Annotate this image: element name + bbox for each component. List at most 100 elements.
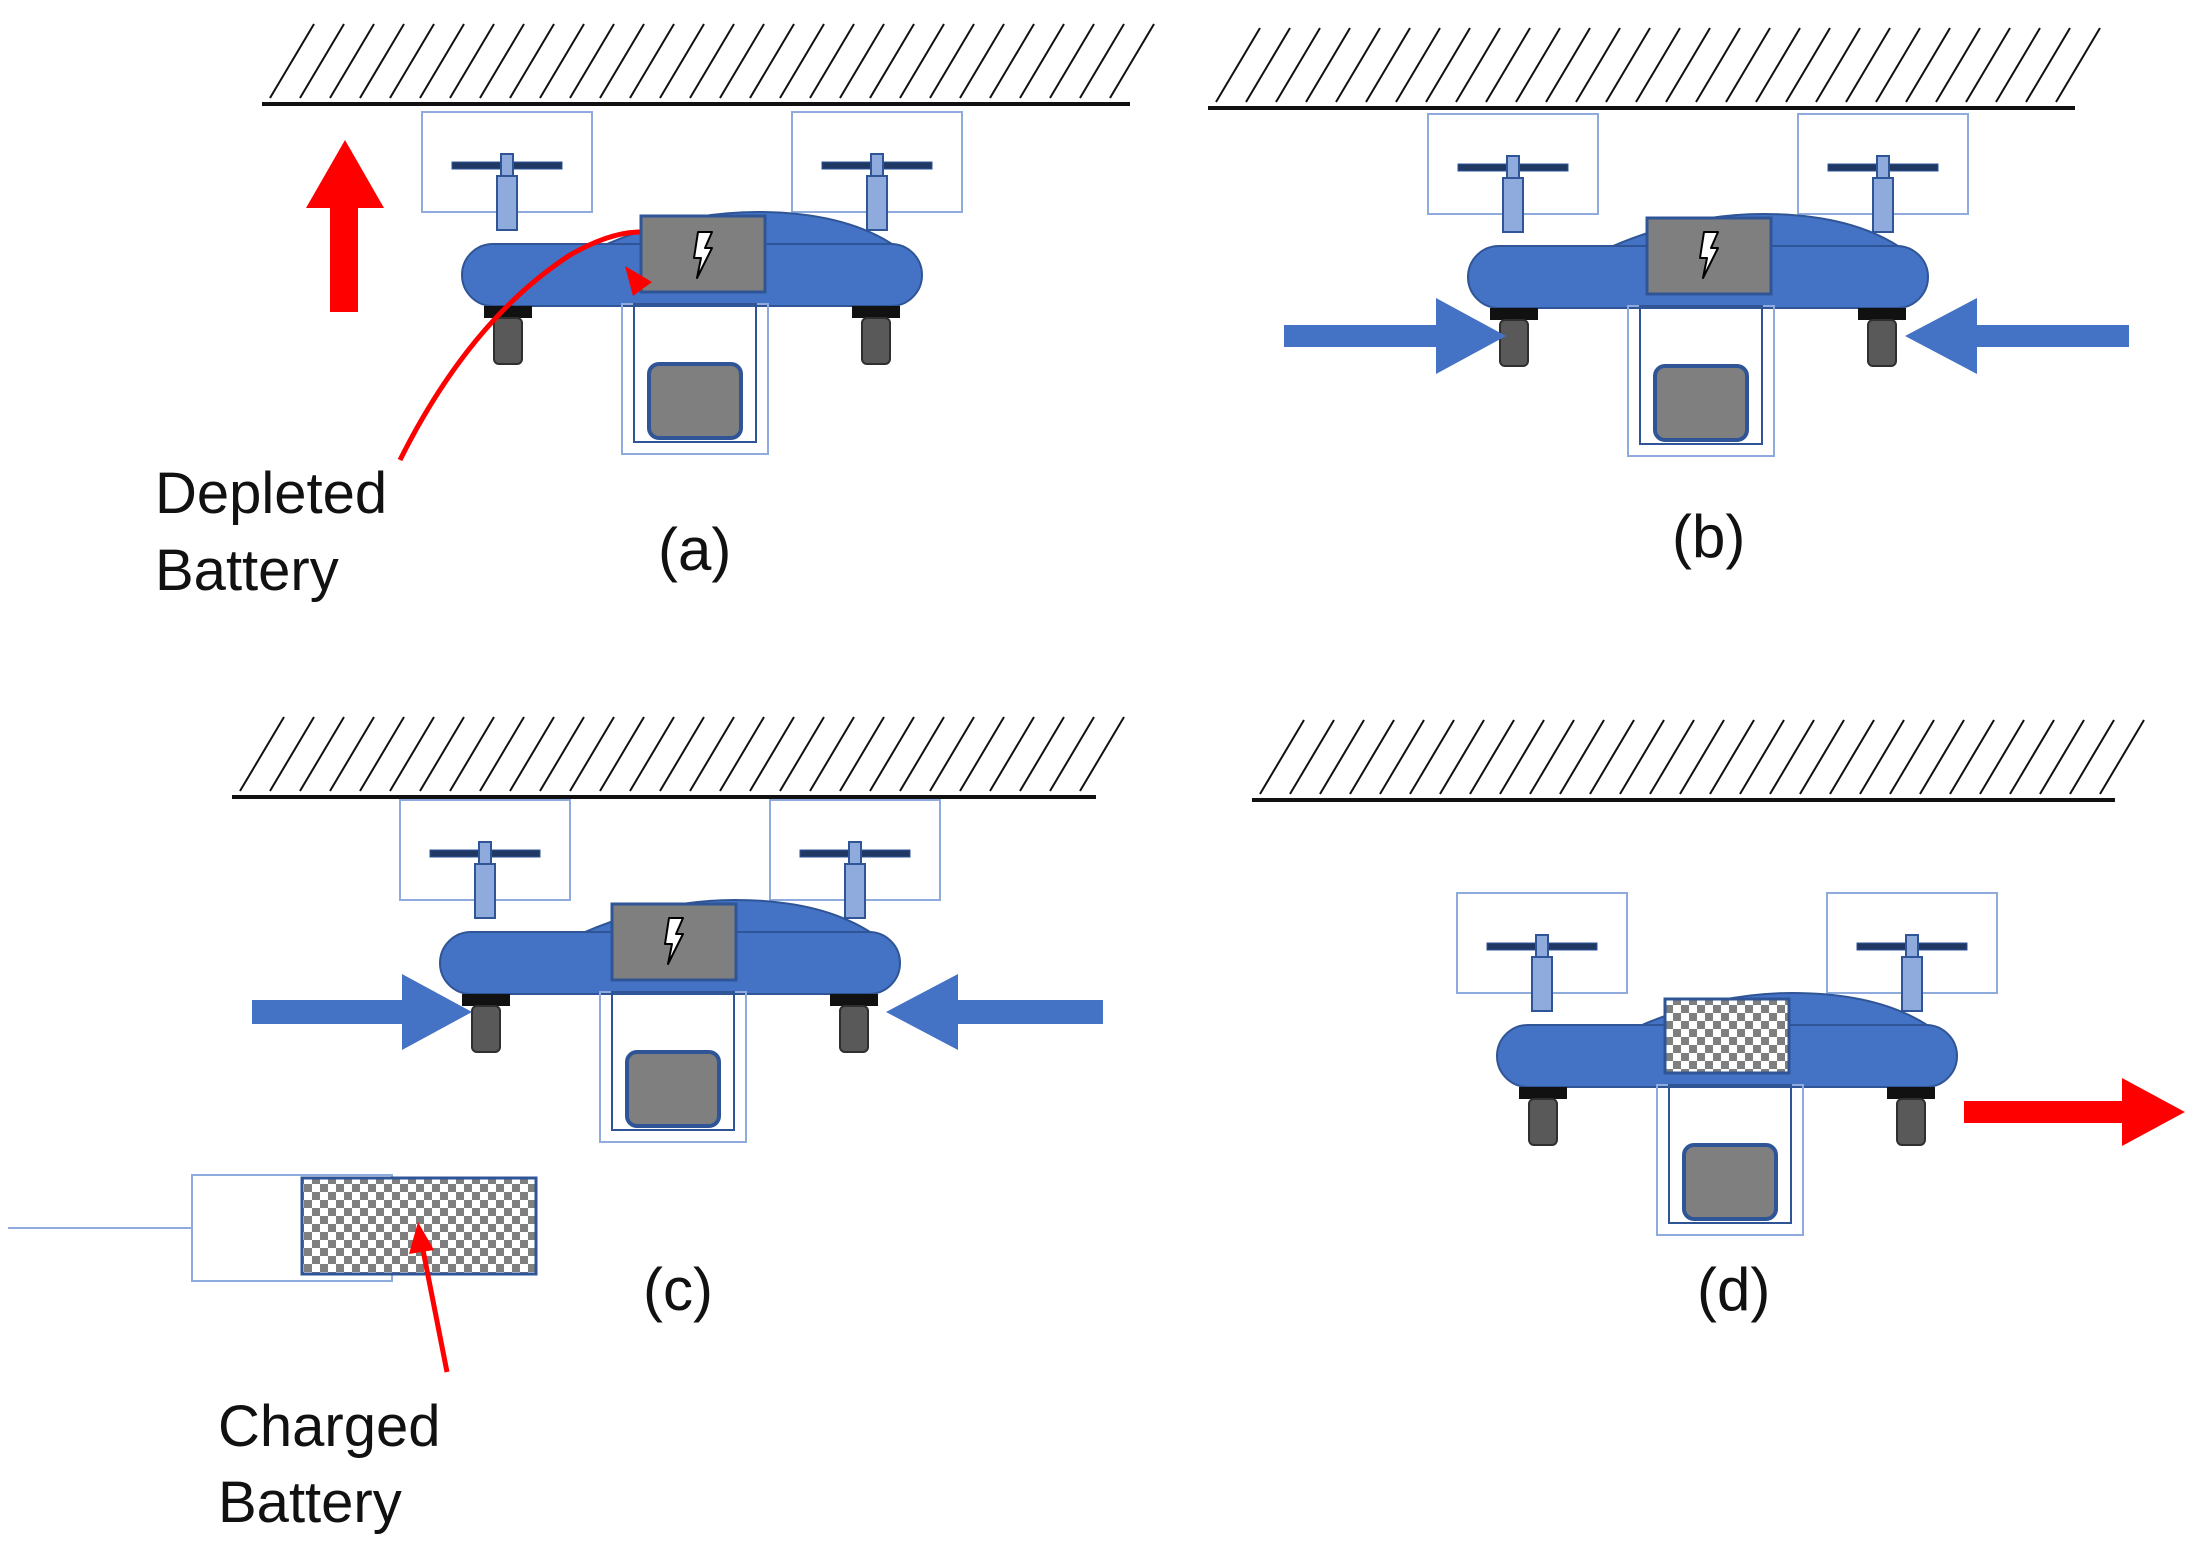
hatch-line [809,23,855,99]
hatch-line [1485,27,1531,103]
hatch-line [599,23,645,99]
hatch-line [479,716,525,792]
hatch-line [569,23,615,99]
hatch-line [449,23,495,99]
hatch-line [419,716,465,792]
hatch-line [1725,27,1771,103]
hatch-line [1935,27,1981,103]
hatch-line [329,716,375,792]
drone-c [398,798,942,1144]
charged-pointer [420,1249,450,1373]
hatch-line [749,23,795,99]
hatch-line [839,716,885,792]
hatch-line [989,23,1035,99]
clamp-arrow-left [252,974,472,1050]
hatch-line [1469,719,1515,795]
hatch-line [1215,27,1261,103]
hatch-line [1605,27,1651,103]
hatch-line [1665,27,1711,103]
hatch-line [959,716,1005,792]
hatch-line [1889,719,1935,795]
hatch-line [359,716,405,792]
hatch-line [1499,719,1545,795]
hatch-line [1919,719,1965,795]
caption-c: (c) [643,1256,713,1323]
hatch-line [719,23,765,99]
hatch-line [1635,27,1681,103]
battery-exchanger [8,1174,538,1282]
panel-c: Charged Battery (c) [8,716,1125,1535]
hatch-line [479,23,525,99]
hatch-line [839,23,885,99]
hatch-line [299,716,345,792]
hatch-line [1845,27,1891,103]
hatch-line [1829,719,1875,795]
hatch-line [1409,719,1455,795]
hatch-line [629,23,675,99]
hatch-line [1379,719,1425,795]
hatch-line [689,23,735,99]
hatch-line [1785,27,1831,103]
hatch-line [1995,27,2041,103]
hatch-line [899,23,945,99]
hatch-line [2025,27,2071,103]
hatch-line [899,716,945,792]
hatch-line [749,716,795,792]
hatch-line [1319,719,1365,795]
hatch-line [959,23,1005,99]
panel-b: (b) [1208,27,2129,570]
hatch-line [569,716,615,792]
panel-d: (d) [1252,719,2185,1323]
hatch-line [1799,719,1845,795]
hatch-line [1529,719,1575,795]
hatch-line [779,716,825,792]
hatch-line [539,23,585,99]
ceiling-hatch [1215,27,2101,103]
depleted-label-line2: Battery [155,538,339,603]
depleted-pointer [397,229,641,462]
hatch-line [779,23,825,99]
charged-battery [1663,997,1791,1075]
charged-label-line1: Charged [218,1394,440,1459]
hatch-line [809,716,855,792]
hatch-line [869,716,915,792]
lift-arrow [306,140,384,312]
hatch-line [1289,719,1335,795]
hatch-line [1755,27,1801,103]
charged-label-line2: Battery [218,1470,402,1535]
hatch-line [329,23,375,99]
clamp-arrow-left [1284,298,1506,374]
hatch-line [359,23,405,99]
caption-d: (d) [1697,1256,1770,1323]
hatch-line [1545,27,1591,103]
ceiling-hatch [269,23,1155,99]
caption-a: (a) [658,516,731,583]
hatch-line [1079,23,1125,99]
hatch-line [689,716,735,792]
hatch-line [2055,27,2101,103]
hatch-line [1439,719,1485,795]
ceiling-hatch [239,716,1125,792]
hatch-line [389,716,435,792]
hatch-line [1739,719,1785,795]
drone-a [420,110,964,456]
hatch-line [1575,27,1621,103]
depart-arrow [1964,1078,2185,1146]
hatch-line [389,23,435,99]
hatch-line [1589,719,1635,795]
hatch-line [1349,719,1395,795]
hatch-line [1875,27,1921,103]
hatch-line [1079,716,1125,792]
hatch-line [299,23,345,99]
hatch-line [1245,27,1291,103]
clamp-arrow-right [886,974,1103,1050]
hatch-line [1709,719,1755,795]
hatch-line [929,716,975,792]
hatch-line [509,716,555,792]
hatch-line [599,716,645,792]
hatch-line [509,23,555,99]
hatch-line [869,23,915,99]
hatch-line [269,23,315,99]
hatch-line [989,716,1035,792]
hatch-line [1619,719,1665,795]
